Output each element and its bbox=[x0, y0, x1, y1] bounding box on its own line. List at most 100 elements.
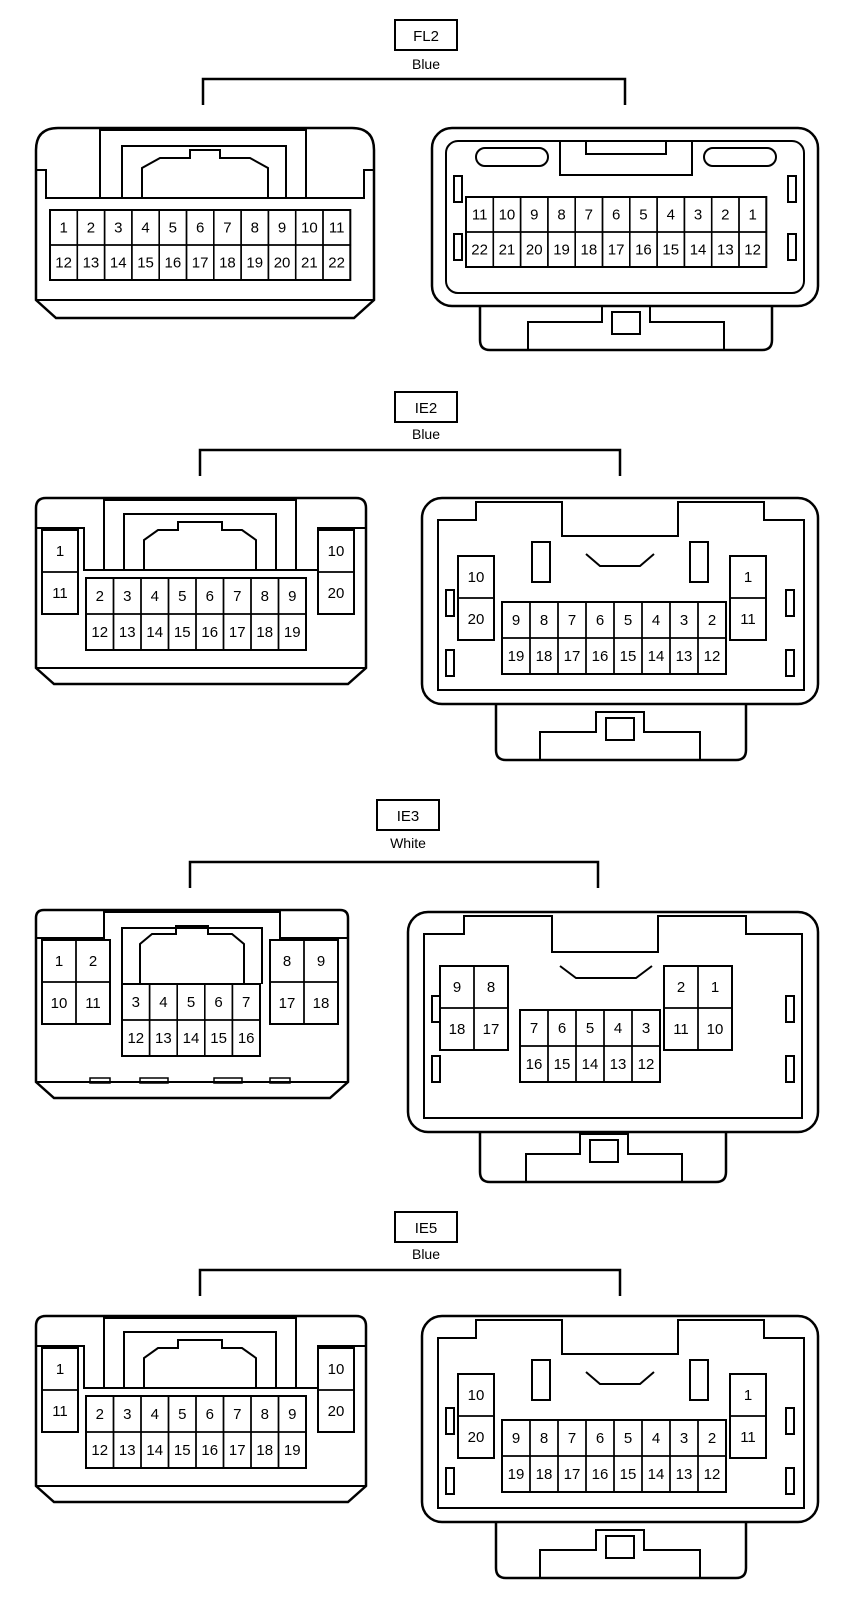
pin-number: 10 bbox=[328, 543, 345, 560]
pin-number: 8 bbox=[283, 953, 291, 970]
pin-number: 15 bbox=[137, 255, 154, 272]
pin-cell bbox=[41, 1389, 79, 1433]
pin-cell bbox=[473, 1007, 509, 1051]
pin-number: 14 bbox=[183, 1030, 200, 1047]
connector-face-left bbox=[34, 1314, 368, 1504]
pin-cell bbox=[41, 571, 79, 615]
pin-number: 4 bbox=[151, 1406, 159, 1423]
pin-number: 22 bbox=[471, 242, 488, 259]
pin-number: 18 bbox=[581, 242, 598, 259]
pin-number: 14 bbox=[146, 1442, 163, 1459]
pin-number: 11 bbox=[85, 995, 101, 1012]
pin-number: 1 bbox=[744, 1387, 752, 1404]
pin-cell bbox=[317, 1389, 355, 1433]
pin-cell bbox=[75, 981, 111, 1025]
connector-face-right bbox=[420, 1314, 820, 1580]
pin-number: 19 bbox=[508, 1466, 525, 1483]
pin-number: 7 bbox=[233, 1406, 241, 1423]
pin-number: 4 bbox=[151, 588, 159, 605]
pin-number: 6 bbox=[214, 994, 222, 1011]
pin-number: 7 bbox=[585, 207, 593, 224]
connector-face-left bbox=[34, 496, 368, 686]
pin-number: 8 bbox=[540, 612, 548, 629]
pin-number: 2 bbox=[96, 1406, 104, 1423]
pin-number: 5 bbox=[178, 588, 186, 605]
pin-number: 8 bbox=[251, 220, 259, 237]
pin-number: 14 bbox=[146, 624, 163, 641]
pin-number: 18 bbox=[256, 624, 273, 641]
connector-face-right bbox=[420, 496, 820, 762]
pin-number: 18 bbox=[536, 648, 553, 665]
pin-cell bbox=[697, 1455, 727, 1493]
pin-number: 9 bbox=[512, 612, 520, 629]
pin-number: 7 bbox=[530, 1020, 538, 1037]
pin-number: 20 bbox=[468, 1429, 485, 1446]
pin-number: 4 bbox=[652, 1430, 660, 1447]
pin-number: 16 bbox=[592, 1466, 609, 1483]
pin-number: 15 bbox=[620, 1466, 637, 1483]
connector-face-left bbox=[34, 908, 350, 1100]
pin-number: 10 bbox=[328, 1361, 345, 1378]
pin-number: 11 bbox=[52, 1403, 68, 1420]
pin-number: 19 bbox=[508, 648, 525, 665]
pin-number: 1 bbox=[56, 1361, 64, 1378]
pin-number: 1 bbox=[711, 979, 719, 996]
pin-number: 12 bbox=[744, 242, 761, 259]
pin-number: 15 bbox=[662, 242, 679, 259]
pin-number: 7 bbox=[568, 612, 576, 629]
pin-number: 13 bbox=[119, 1442, 136, 1459]
pin-number: 12 bbox=[638, 1056, 655, 1073]
pin-number: 20 bbox=[274, 255, 291, 272]
pin-number: 16 bbox=[201, 1442, 218, 1459]
pin-number: 3 bbox=[694, 207, 702, 224]
pin-number: 7 bbox=[242, 994, 250, 1011]
pairing-bracket bbox=[201, 77, 627, 105]
pin-number: 16 bbox=[526, 1056, 543, 1073]
pin-cell bbox=[317, 571, 355, 615]
pin-number: 6 bbox=[596, 1430, 604, 1447]
pin-number: 1 bbox=[59, 220, 67, 237]
pin-number: 4 bbox=[141, 220, 149, 237]
pin-cell bbox=[322, 244, 352, 281]
connector-id-box bbox=[394, 391, 458, 423]
pairing-bracket bbox=[198, 448, 622, 476]
pin-number: 9 bbox=[453, 979, 461, 996]
pairing-bracket bbox=[188, 860, 600, 888]
pin-number: 17 bbox=[608, 242, 625, 259]
pin-number: 9 bbox=[317, 953, 325, 970]
pin-number: 9 bbox=[288, 1406, 296, 1423]
pin-cell bbox=[303, 981, 339, 1025]
pin-number: 3 bbox=[680, 612, 688, 629]
pin-number: 6 bbox=[612, 207, 620, 224]
pin-number: 6 bbox=[196, 220, 204, 237]
pin-number: 2 bbox=[721, 207, 729, 224]
pin-number: 14 bbox=[648, 648, 665, 665]
connector-id-box bbox=[394, 19, 458, 51]
pin-number: 18 bbox=[313, 995, 330, 1012]
pin-number: 14 bbox=[648, 1466, 665, 1483]
pin-number: 4 bbox=[667, 207, 675, 224]
pin-cell bbox=[697, 637, 727, 675]
pin-number: 6 bbox=[206, 1406, 214, 1423]
pin-number: 19 bbox=[246, 255, 263, 272]
pin-number: 4 bbox=[652, 612, 660, 629]
pin-number: 5 bbox=[178, 1406, 186, 1423]
pin-number: 1 bbox=[56, 543, 64, 560]
pin-number: 14 bbox=[690, 242, 707, 259]
pin-number: 20 bbox=[468, 611, 485, 628]
pin-number: 4 bbox=[614, 1020, 622, 1037]
pin-number: 5 bbox=[639, 207, 647, 224]
pin-number: 12 bbox=[127, 1030, 144, 1047]
pin-number: 10 bbox=[707, 1021, 724, 1038]
pairing-bracket bbox=[198, 1268, 622, 1296]
pin-number: 3 bbox=[132, 994, 140, 1011]
pin-number: 17 bbox=[483, 1021, 500, 1038]
pin-number: 5 bbox=[624, 1430, 632, 1447]
pin-number: 17 bbox=[229, 624, 246, 641]
